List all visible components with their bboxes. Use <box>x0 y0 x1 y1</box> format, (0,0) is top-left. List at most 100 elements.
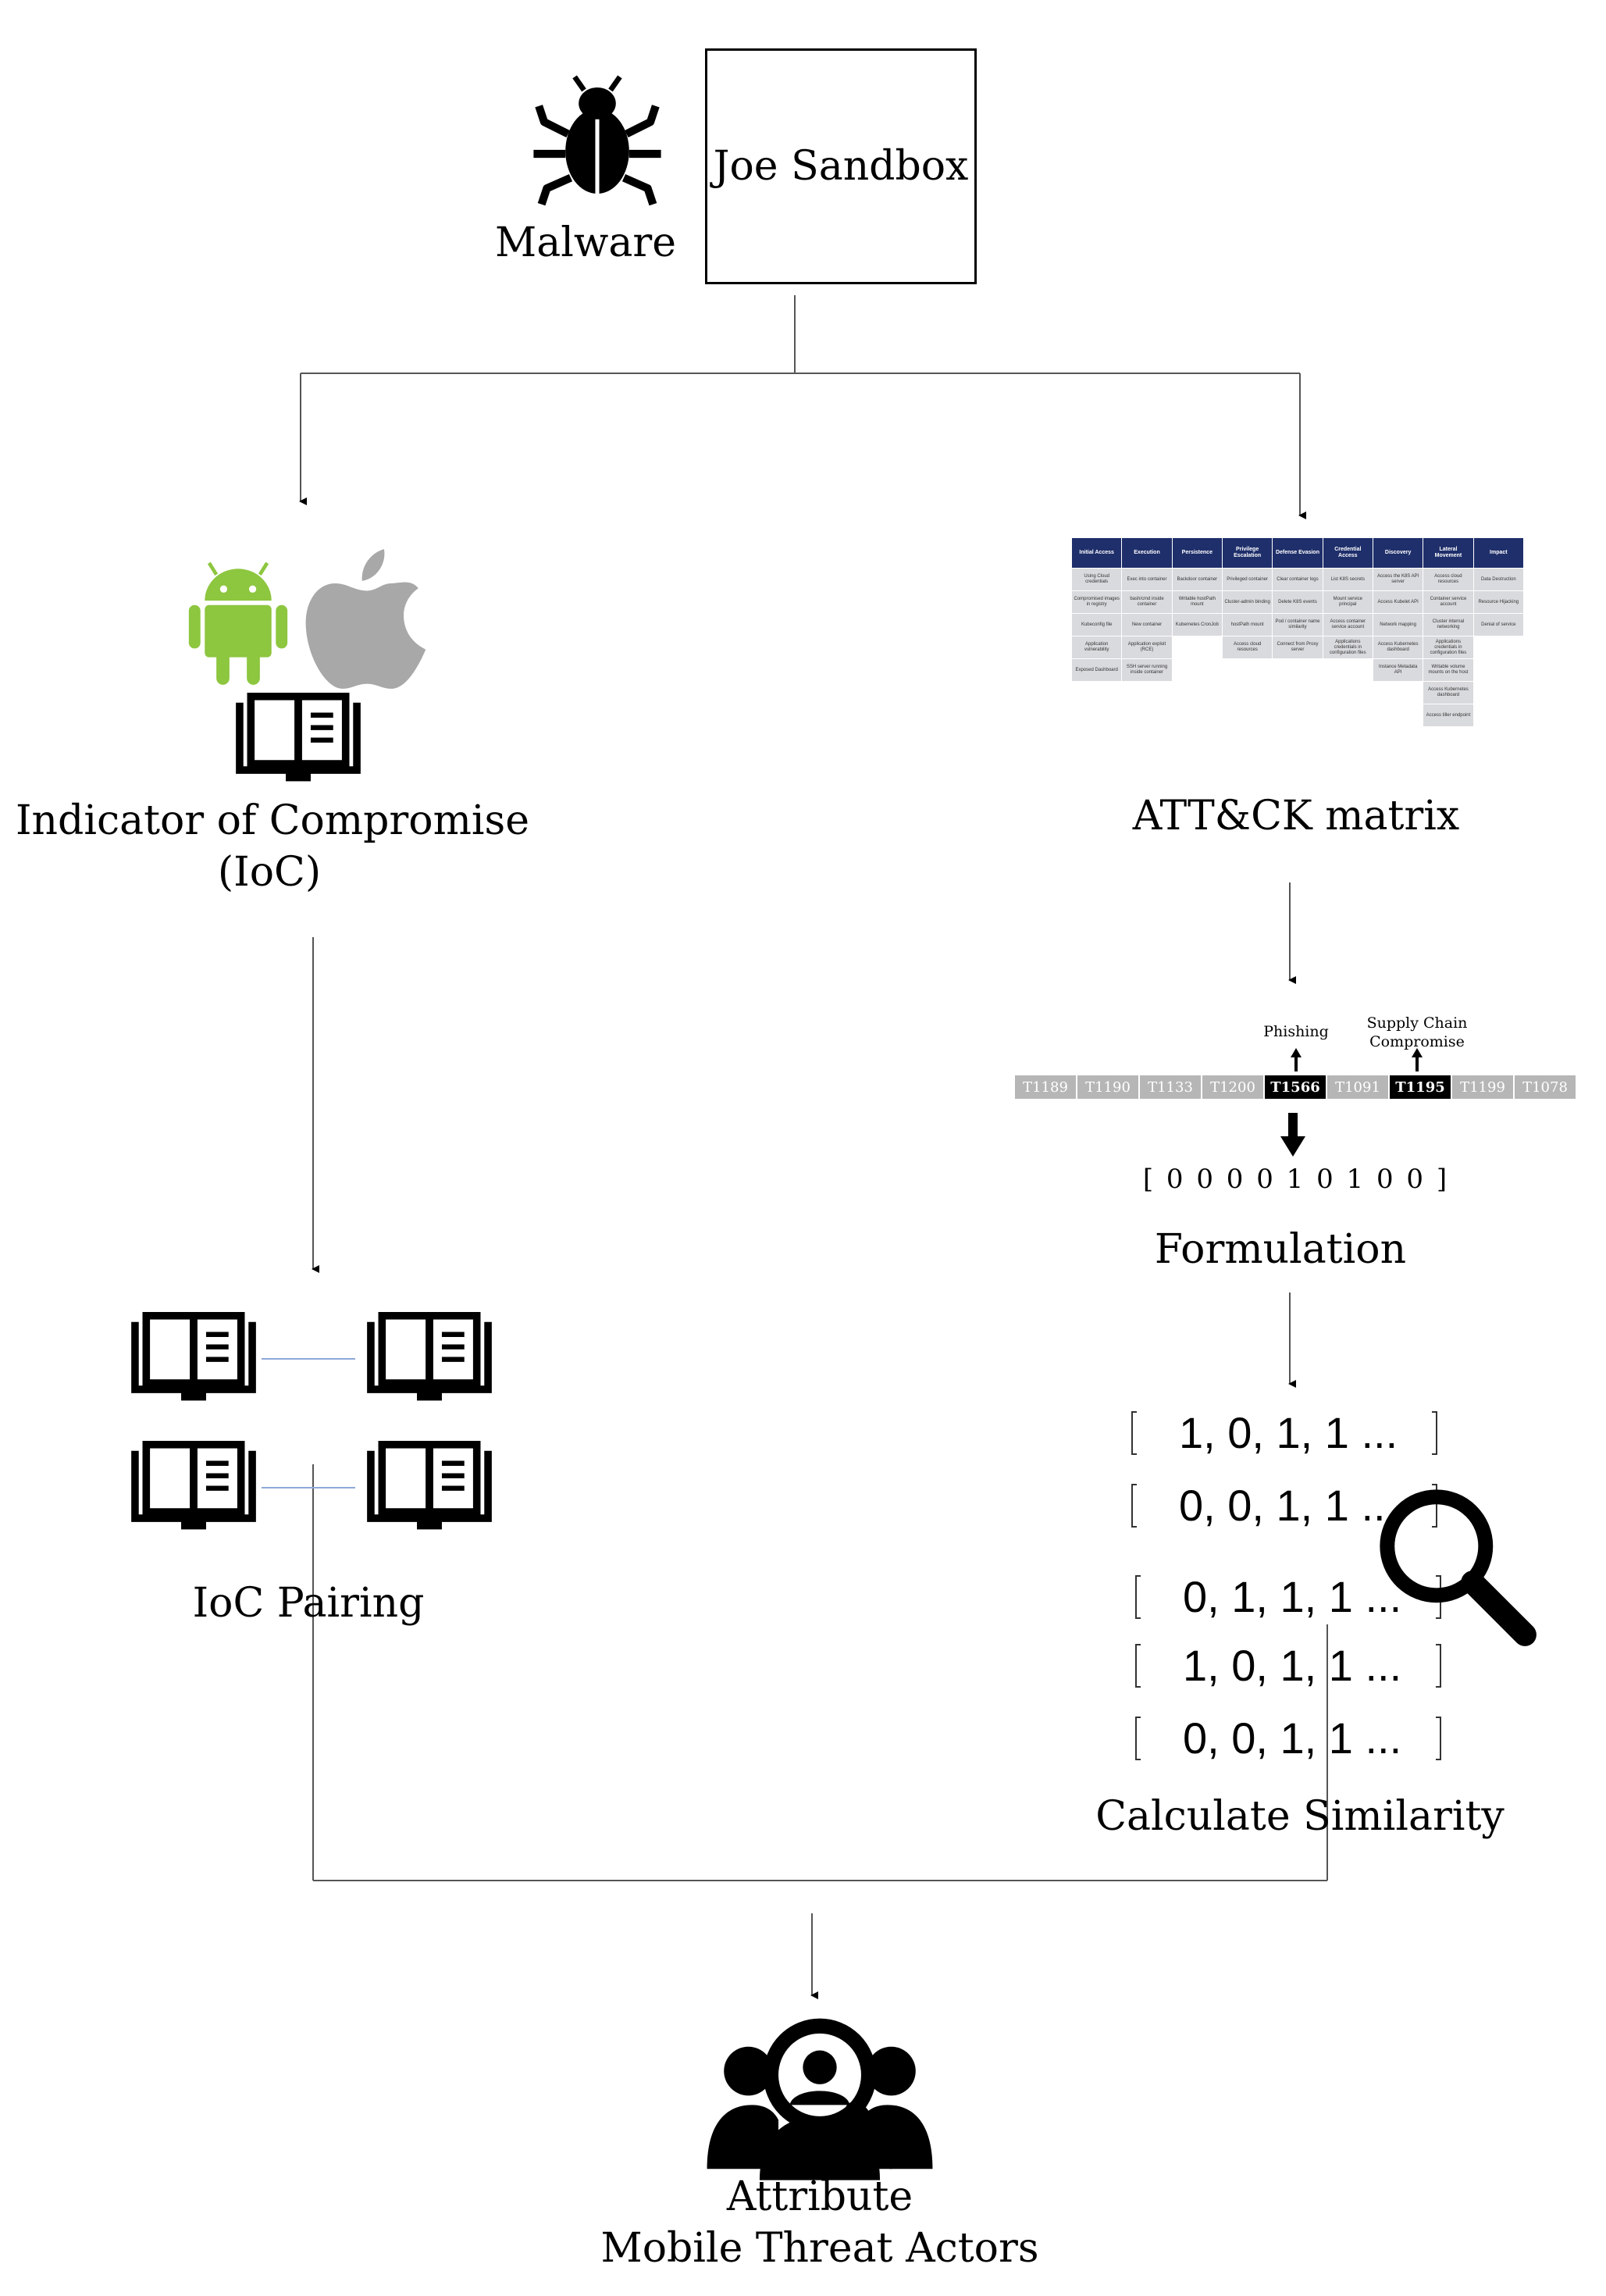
matrix-cell: New container <box>1121 613 1173 636</box>
matrix-cell: Application vulnerability <box>1070 636 1123 659</box>
thick-down-arrow-icon <box>1280 1113 1305 1157</box>
technique-cell: T1189 <box>1015 1075 1077 1099</box>
matrix-cell <box>1372 704 1424 727</box>
matrix-cell <box>1070 681 1123 704</box>
right-bracket <box>1432 1411 1437 1455</box>
matrix-cell: Applications credentials in configuratio… <box>1423 636 1474 659</box>
attck-label: ATT&CK matrix <box>1132 793 1460 840</box>
matrix-cell: Denial of service <box>1472 613 1525 636</box>
bug-icon <box>533 75 661 206</box>
technique-cell: T1195 <box>1390 1075 1452 1099</box>
attribute-label: Attribute Mobile Threat Actors <box>547 2171 1093 2274</box>
technique-cell: T1200 <box>1202 1075 1265 1099</box>
ioc-label: Indicator of Compromise (IoC) <box>16 795 529 898</box>
matrix-cell <box>1221 658 1273 682</box>
matrix-cell: Applications credentials in configuratio… <box>1322 636 1373 659</box>
similarity-vector: 0, 0, 1, 1 ... <box>1183 1713 1402 1763</box>
right-bracket <box>1436 1717 1441 1760</box>
book-icon <box>131 1312 256 1401</box>
matrix-header-cell: Initial Access <box>1070 537 1123 569</box>
matrix-cell: Exec into container <box>1121 568 1173 591</box>
matrix-cell: Container service account <box>1423 590 1474 614</box>
matrix-cell <box>1322 704 1373 727</box>
sandbox-label: Joe Sandbox <box>713 143 969 190</box>
matrix-cell <box>1070 704 1123 727</box>
matrix-cell: Access container service account <box>1322 613 1373 636</box>
technique-cell: T1199 <box>1452 1075 1515 1099</box>
matrix-cell: SSH server running inside container <box>1121 658 1173 682</box>
attribute-line2: Mobile Threat Actors <box>600 2225 1039 2272</box>
matrix-cell: Resource Hijacking <box>1472 590 1525 614</box>
ioc-label-line2: (IoC) <box>217 849 322 896</box>
apple-icon <box>305 549 426 689</box>
matrix-cell: Privileged container <box>1221 568 1273 591</box>
book-icon <box>236 693 361 782</box>
matrix-cell <box>1221 704 1273 727</box>
technique-cell: T1190 <box>1077 1075 1140 1099</box>
matrix-cell: Cluster-admin binding <box>1221 590 1273 614</box>
matrix-cell <box>1322 681 1373 704</box>
matrix-cell <box>1171 658 1223 682</box>
matrix-cell <box>1472 658 1525 682</box>
similarity-label: Calculate Similarity <box>1095 1793 1505 1840</box>
android-icon <box>188 562 288 685</box>
matrix-cell <box>1121 704 1173 727</box>
matrix-cell: List K8S secrets <box>1322 568 1373 591</box>
right-bracket <box>1436 1644 1441 1688</box>
matrix-cell: Pod / container name similarity <box>1272 613 1323 636</box>
attribute-line1: Attribute <box>726 2173 913 2220</box>
matrix-header-cell: Credential Access <box>1322 537 1373 569</box>
magnifier-icon <box>1380 1489 1537 1646</box>
matrix-cell <box>1121 681 1173 704</box>
matrix-cell: Cluster internal networking <box>1423 613 1474 636</box>
formulation-label: Formulation <box>1154 1226 1407 1273</box>
matrix-header-cell: Execution <box>1121 537 1173 569</box>
matrix-cell: Kubeconfig file <box>1070 613 1123 636</box>
matrix-cell <box>1272 681 1323 704</box>
matrix-header-cell: Persistence <box>1171 537 1223 569</box>
supply-chain-line2: Compromise <box>1369 1033 1465 1050</box>
matrix-cell: bash/cmd inside container <box>1121 590 1173 614</box>
matrix-row: Access tiller endpoint <box>1070 704 1525 727</box>
book-icon <box>367 1441 492 1530</box>
matrix-cell <box>1171 681 1223 704</box>
matrix-cell: Access cloud resources <box>1423 568 1474 591</box>
matrix-header-cell: Lateral Movement <box>1423 537 1474 569</box>
similarity-vector: 1, 0, 1, 1 ... <box>1183 1641 1402 1690</box>
left-bracket <box>1135 1575 1141 1619</box>
phishing-label: Phishing <box>1263 1023 1329 1040</box>
matrix-header-cell: Privilege Escalation <box>1221 537 1273 569</box>
similarity-vector: 0, 0, 1, 1 ... <box>1179 1481 1398 1530</box>
matrix-cell: Data Destruction <box>1472 568 1525 591</box>
binary-vector: [ 0 0 0 0 1 0 1 0 0 ] <box>1142 1164 1450 1195</box>
matrix-cell: Compromised images in registry <box>1070 590 1123 614</box>
matrix-cell: Exposed Dashboard <box>1070 658 1123 682</box>
matrix-cell: Instance Metadata API <box>1372 658 1424 682</box>
matrix-cell: Writable hostPath mount <box>1171 590 1223 614</box>
matrix-header-cell: Defense Evasion <box>1272 537 1323 569</box>
left-bracket <box>1131 1411 1137 1455</box>
supply-chain-line1: Supply Chain <box>1366 1014 1468 1032</box>
threat-actor-icon <box>707 2018 933 2180</box>
matrix-cell <box>1472 704 1525 727</box>
matrix-cell <box>1171 636 1223 659</box>
matrix-row: Access Kubernetes dashboard <box>1070 681 1525 704</box>
malware-label: Malware <box>494 219 677 266</box>
matrix-cell: Delete K8S events <box>1272 590 1323 614</box>
book-icon <box>367 1312 492 1401</box>
matrix-cell: Access Kubernetes dashboard <box>1372 636 1424 659</box>
right-bracket <box>1432 1484 1437 1528</box>
matrix-header-cell: Discovery <box>1372 537 1424 569</box>
matrix-cell <box>1272 658 1323 682</box>
matrix-cell: Using Cloud credentials <box>1070 568 1123 591</box>
